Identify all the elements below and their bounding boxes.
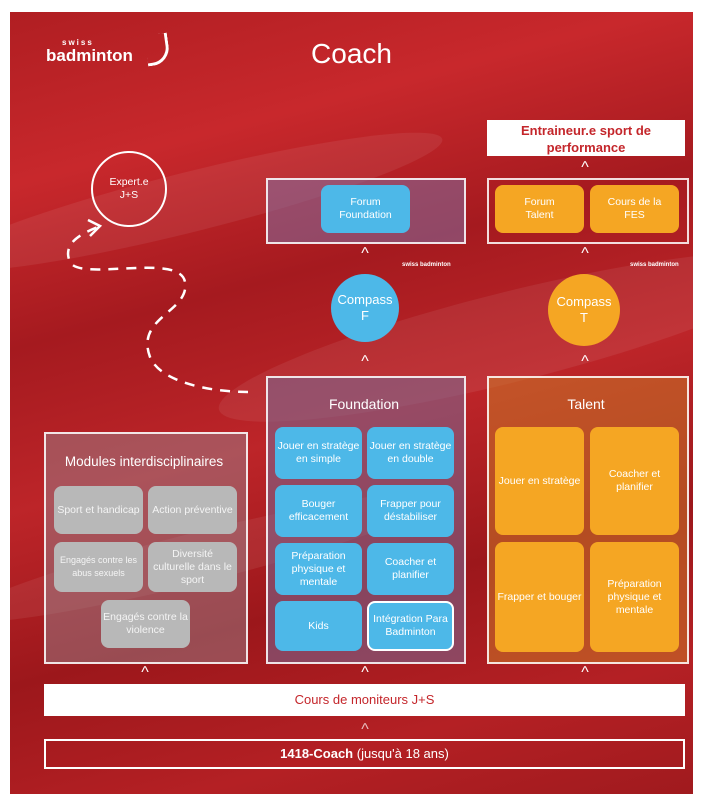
forum-foundation-line1: Forum [350, 196, 381, 208]
chevron-up-icon: ^ [361, 245, 369, 262]
module-item: Engagés contre la violence [101, 600, 190, 648]
dashed-path-to-expert [66, 218, 249, 394]
expert-js-circle: Expert.e J+S [91, 151, 167, 227]
cours-fes-line1: Cours de la [607, 196, 662, 208]
diagram-canvas: swiss badminton Coach Expert.e J+S Entra… [10, 12, 693, 794]
mini-badminton-logo: swiss badminton [630, 262, 679, 268]
chevron-up-icon: ^ [581, 664, 589, 681]
cours-fes-line2: FES [624, 209, 645, 221]
logo-big-text: badminton [46, 46, 133, 65]
coach-1418-bar: 1418-Coach (jusqu'à 18 ans) [44, 739, 685, 769]
coach-1418-bold: 1418-Coach [280, 746, 354, 761]
forum-talent-line2: Talent [525, 209, 554, 221]
module-item: Sport et handicap [54, 486, 143, 534]
performance-coach-box: Entraineur.e sport de performance [487, 120, 685, 156]
compass-t-line2: T [580, 310, 588, 325]
chevron-up-icon: ^ [581, 353, 589, 370]
expert-line1: Expert.e [109, 176, 149, 188]
foundation-item: Bouger efficacement [275, 485, 362, 537]
compass-t-line1: Compass [556, 294, 612, 309]
foundation-item: Frapper pour déstabiliser [367, 485, 454, 537]
logo-small-text: swiss [62, 38, 94, 47]
page-title: Coach [311, 38, 392, 69]
forum-foundation-line2: Foundation [339, 209, 392, 221]
chevron-up-icon: ^ [581, 245, 589, 262]
talent-item: Coacher et planifier [590, 427, 679, 535]
expert-line2: J+S [119, 189, 139, 201]
module-item: Engagés contre les abus sexuels [54, 542, 143, 592]
chevron-up-icon: ^ [141, 664, 149, 681]
foundation-item: Jouer en stratège en double [367, 427, 454, 479]
foundation-item: Coacher et planifier [367, 543, 454, 595]
chevron-up-icon: ^ [361, 721, 369, 738]
chevron-up-icon: ^ [361, 664, 369, 681]
foundation-item: Jouer en stratège en simple [275, 427, 362, 479]
foundation-item: Kids [275, 601, 362, 651]
compass-f-line2: F [361, 308, 369, 323]
compass-f-line1: Compass [337, 292, 393, 307]
performance-line2: performance [546, 140, 626, 155]
coach-1418-rest: (jusqu'à 18 ans) [353, 746, 449, 761]
forum-talent-panel [487, 178, 689, 244]
compass-t-circle: Compass T [548, 274, 620, 346]
cours-moniteurs-bar: Cours de moniteurs J+S [44, 684, 685, 716]
foundation-item: Préparation physique et mentale [275, 543, 362, 595]
talent-title: Talent [567, 396, 605, 412]
talent-item: Préparation physique et mentale [590, 542, 679, 652]
module-item: Diversité culturelle dans le sport [148, 542, 237, 592]
chevron-up-icon: ^ [361, 353, 369, 370]
modules-title: Modules interdisciplinaires [64, 454, 224, 469]
talent-item: Frapper et bouger [495, 542, 584, 652]
forum-talent-line1: Forum [524, 196, 555, 208]
talent-item: Jouer en stratège [495, 427, 584, 535]
module-item: Action préventive [148, 486, 237, 534]
performance-line1: Entraineur.e sport de [520, 123, 652, 138]
arrow-head [87, 218, 103, 237]
foundation-title: Foundation [328, 396, 400, 412]
mini-badminton-logo: swiss badminton [402, 262, 451, 268]
compass-f-circle: Compass F [331, 274, 399, 342]
foundation-item: Intégration Para Badminton [367, 601, 454, 651]
chevron-up-icon: ^ [581, 159, 589, 176]
